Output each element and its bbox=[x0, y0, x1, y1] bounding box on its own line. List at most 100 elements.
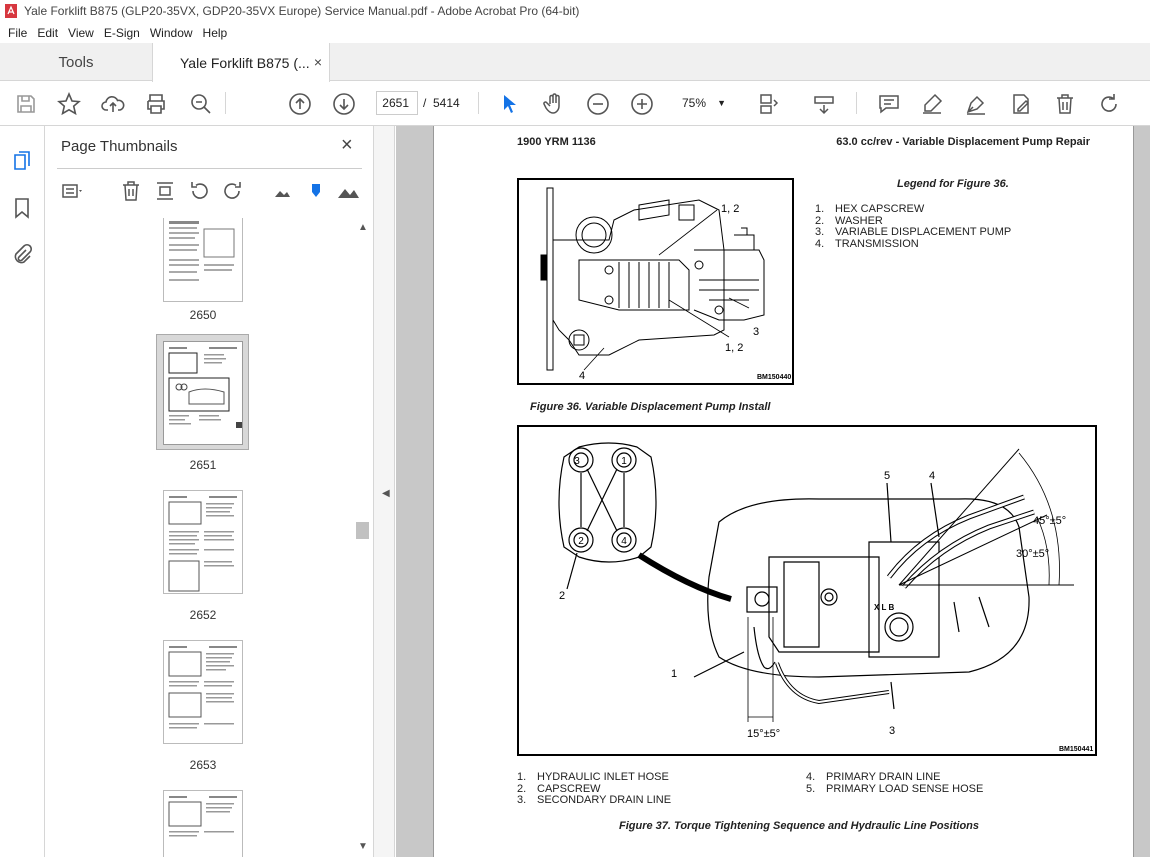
tab-tools[interactable]: Tools bbox=[58, 53, 94, 71]
hand-tool-icon[interactable] bbox=[542, 92, 566, 116]
previous-page-icon[interactable] bbox=[288, 92, 312, 116]
bookmark-star-icon[interactable] bbox=[57, 91, 81, 116]
search-zoom-icon[interactable] bbox=[189, 92, 213, 116]
zoom-in-icon[interactable] bbox=[630, 92, 654, 116]
acrobat-icon bbox=[5, 4, 17, 18]
collapse-panel-icon[interactable]: ◀ bbox=[382, 488, 390, 499]
angle-15-label: 15°±5° bbox=[747, 728, 780, 740]
angle-45-label: 45°±5° bbox=[1033, 515, 1066, 527]
scroll-down-icon[interactable]: ▼ bbox=[358, 841, 368, 852]
page-total: 5414 bbox=[433, 96, 460, 110]
thumbnail-page-2651-selected[interactable] bbox=[156, 334, 249, 450]
fig36-callout-a: 1, 2 bbox=[721, 203, 739, 215]
fig37-callout-2: 2 bbox=[559, 590, 565, 602]
thumbnail-page-2650[interactable] bbox=[163, 218, 243, 302]
zoom-level-select[interactable]: 75% ▼ bbox=[666, 91, 734, 115]
toolbar-divider bbox=[225, 92, 226, 114]
page-thumbnails-icon[interactable] bbox=[11, 150, 33, 172]
figure-36-pump-install: 1, 2 3 1, 2 4 BM150440 bbox=[517, 178, 794, 385]
thumbnail-label-2653: 2653 bbox=[189, 758, 217, 772]
legend-item: 1.HYDRAULIC INLET HOSE bbox=[517, 771, 669, 783]
legend-36-title: Legend for Figure 36. bbox=[897, 178, 1009, 190]
legend-36-list: 1.HEX CAPSCREW 2.WASHER 3.VARIABLE DISPL… bbox=[815, 203, 1012, 250]
menu-edit[interactable]: Edit bbox=[37, 25, 59, 40]
menu-esign[interactable]: E-Sign bbox=[103, 25, 140, 40]
comment-icon[interactable] bbox=[877, 92, 901, 116]
tab-close-icon[interactable]: × bbox=[313, 54, 322, 70]
title-bar: Yale Forklift B875 (GLP20-35VX, GDP20-35… bbox=[0, 0, 1150, 22]
select-cursor-icon[interactable] bbox=[498, 92, 522, 116]
thumbnail-page-2652[interactable] bbox=[163, 490, 243, 594]
scroll-up-icon[interactable]: ▲ bbox=[358, 222, 368, 233]
fig37-tag: BM150441 bbox=[1059, 746, 1093, 753]
page-preview bbox=[168, 646, 237, 729]
bolt-sequence-3: 3 bbox=[574, 456, 580, 467]
thumbnail-size-small-icon[interactable] bbox=[271, 180, 293, 202]
thumbnail-options-icon[interactable] bbox=[61, 180, 83, 202]
thumbnail-scrollbar-thumb[interactable] bbox=[356, 522, 369, 539]
thumbnail-size-slider-icon[interactable] bbox=[305, 180, 327, 202]
document-viewport[interactable]: 1900 YRM 1136 63.0 cc/rev - Variable Dis… bbox=[396, 126, 1150, 857]
page-preview bbox=[163, 341, 243, 445]
page-preview bbox=[168, 496, 237, 592]
bolt-sequence-1: 1 bbox=[621, 456, 627, 467]
highlight-pen-icon[interactable] bbox=[920, 92, 944, 116]
scroll-mode-icon[interactable] bbox=[812, 92, 836, 116]
legend-item: 4.PRIMARY DRAIN LINE bbox=[806, 771, 941, 783]
thumbnail-page-next[interactable] bbox=[163, 790, 243, 857]
angle-30-label: 30°±5° bbox=[1016, 548, 1049, 560]
left-navigation-rail bbox=[0, 126, 45, 857]
menu-window[interactable]: Window bbox=[149, 25, 193, 40]
bolt-sequence-4: 4 bbox=[621, 536, 627, 547]
menu-view[interactable]: View bbox=[68, 25, 94, 40]
page-layout-icon[interactable] bbox=[757, 92, 781, 116]
legend-item: 3.SECONDARY DRAIN LINE bbox=[517, 794, 672, 806]
sign-pen-icon[interactable] bbox=[964, 92, 988, 116]
figure-37-legend-left: 1.HYDRAULIC INLET HOSE 2.CAPSCREW 3.SECO… bbox=[517, 771, 672, 807]
panel-close-icon[interactable]: × bbox=[341, 134, 353, 156]
bolt-sequence-2: 2 bbox=[578, 536, 584, 547]
menu-file[interactable]: File bbox=[8, 25, 28, 40]
thumbnail-list: 2650 2651 bbox=[45, 218, 365, 857]
print-icon[interactable] bbox=[144, 92, 168, 116]
figure-37-legend-right: 4.PRIMARY DRAIN LINE 5.PRIMARY LOAD SENS… bbox=[806, 771, 984, 795]
chevron-down-icon: ▼ bbox=[717, 98, 726, 108]
fig37-callout-1: 1 bbox=[671, 668, 677, 680]
extract-page-icon[interactable] bbox=[154, 180, 176, 202]
fig36-callout-d: 4 bbox=[579, 370, 585, 382]
window-title: Yale Forklift B875 (GLP20-35VX, GDP20-35… bbox=[24, 4, 580, 18]
panel-splitter[interactable]: ◀ bbox=[374, 126, 395, 857]
pdf-page: 1900 YRM 1136 63.0 cc/rev - Variable Dis… bbox=[433, 126, 1134, 857]
save-icon[interactable] bbox=[14, 92, 38, 116]
panel-divider bbox=[57, 168, 362, 169]
page-preview bbox=[169, 221, 235, 281]
page-number-input[interactable]: 2651 bbox=[376, 91, 418, 115]
page-separator: / bbox=[423, 96, 427, 110]
tab-document[interactable]: Yale Forklift B875 (... × bbox=[152, 43, 330, 82]
fig36-tag: BM150440 bbox=[757, 374, 791, 381]
legend-item: 3.VARIABLE DISPLACEMENT PUMP bbox=[815, 226, 1012, 238]
rotate-icon[interactable] bbox=[1097, 92, 1121, 116]
page-thumbnails-panel: Page Thumbnails × bbox=[45, 126, 374, 857]
thumbnail-size-large-icon[interactable] bbox=[337, 180, 359, 202]
panel-title: Page Thumbnails bbox=[61, 138, 178, 155]
fig37-callout-5: 5 bbox=[884, 470, 890, 482]
next-page-icon[interactable] bbox=[332, 92, 356, 116]
bookmarks-icon[interactable] bbox=[11, 197, 33, 219]
rotate-right-icon[interactable] bbox=[222, 180, 244, 202]
menu-help[interactable]: Help bbox=[202, 25, 228, 40]
upload-cloud-icon[interactable] bbox=[101, 92, 125, 116]
delete-page-icon[interactable] bbox=[120, 180, 142, 202]
legend-item: 5.PRIMARY LOAD SENSE HOSE bbox=[806, 782, 984, 795]
figure-37-torque-sequence: 3 1 2 4 2 1 3 4 5 45°±5° 30°±5° 15°±5° X… bbox=[517, 425, 1097, 756]
rotate-left-icon[interactable] bbox=[188, 180, 210, 202]
zoom-out-icon[interactable] bbox=[586, 92, 610, 116]
legend-item: 2.CAPSCREW bbox=[517, 782, 601, 795]
attachments-icon[interactable] bbox=[11, 243, 33, 265]
menu-bar: File Edit View E-Sign Window Help bbox=[0, 22, 1150, 43]
thumbnail-label-2651: 2651 bbox=[189, 458, 217, 472]
edit-pdf-icon[interactable] bbox=[1009, 92, 1033, 116]
thumbnail-page-2653[interactable] bbox=[163, 640, 243, 744]
delete-trash-icon[interactable] bbox=[1053, 92, 1077, 116]
fig36-callout-c: 1, 2 bbox=[725, 342, 743, 354]
